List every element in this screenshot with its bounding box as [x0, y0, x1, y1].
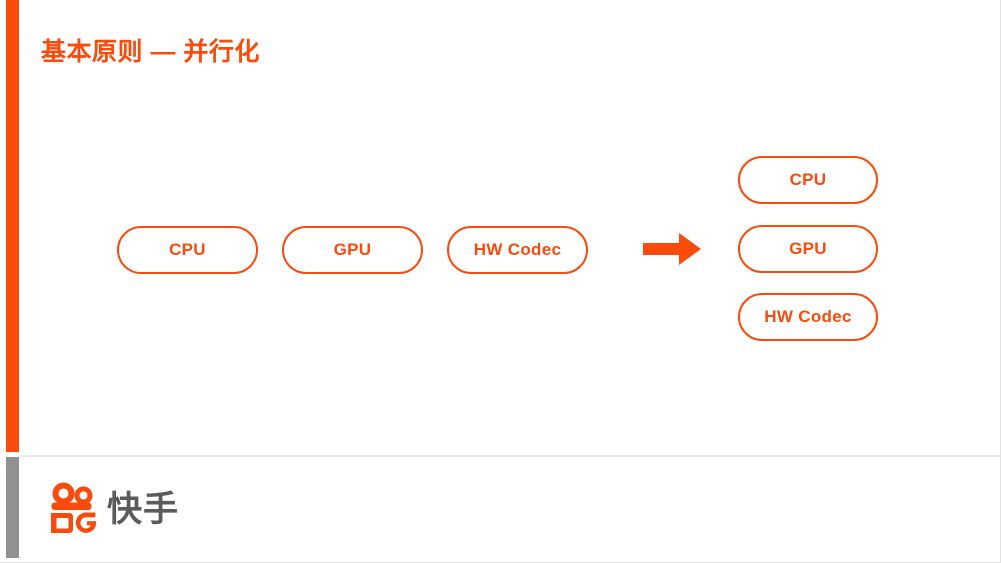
pill-serial-cpu: CPU	[117, 226, 258, 274]
pill-label: GPU	[333, 240, 372, 259]
pill-serial-gpu: GPU	[282, 226, 423, 274]
pill-label: CPU	[169, 240, 206, 259]
left-accent-bar-gray	[6, 457, 19, 558]
pill-parallel-gpu: GPU	[738, 225, 878, 273]
pill-parallel-hw-codec: HW Codec	[738, 293, 878, 341]
pill-serial-hw-codec: HW Codec	[447, 226, 588, 274]
left-accent-bar-orange	[6, 0, 19, 452]
parallelization-diagram: CPU GPU HW Codec CPU GPU HW Codec	[117, 156, 878, 341]
right-arrow-icon	[643, 233, 701, 265]
pill-label: HW Codec	[473, 240, 562, 259]
pill-parallel-cpu: CPU	[738, 156, 878, 204]
footer-divider	[19, 455, 1000, 457]
brand-logo: 快手	[48, 482, 179, 534]
page-title: 基本原则 — 并行化	[41, 38, 260, 66]
pill-label: GPU	[789, 239, 827, 258]
pill-label: HW Codec	[764, 307, 852, 326]
brand-name: 快手	[107, 489, 180, 529]
kuaishou-camera-icon	[51, 482, 97, 533]
pill-label: CPU	[789, 170, 827, 189]
